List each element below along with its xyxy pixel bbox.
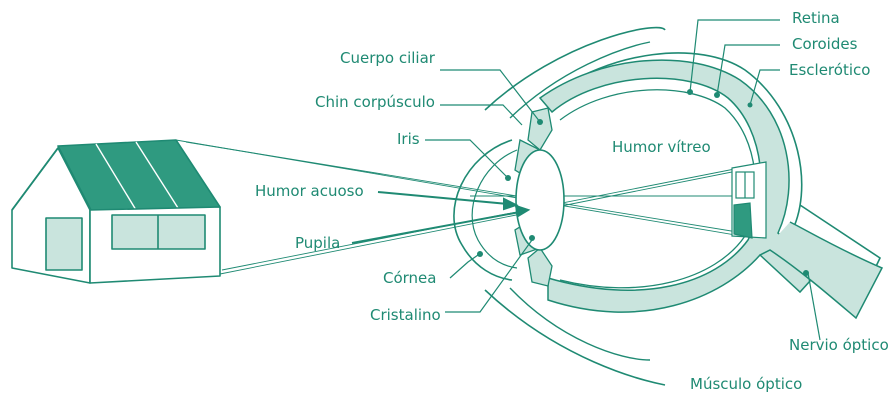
label-iris: Iris	[397, 130, 420, 148]
ciliary-body-top	[528, 108, 552, 150]
label-humor-acuoso: Humor acuoso	[255, 182, 364, 200]
label-chin-corpusculo: Chin corpúsculo	[315, 93, 435, 111]
label-cornea: Córnea	[383, 269, 436, 287]
label-retina: Retina	[792, 9, 840, 27]
dot-esclerotico	[748, 103, 753, 108]
dot-nervio-optico	[803, 270, 809, 276]
ciliary-body-bottom	[528, 248, 552, 286]
dot-cornea	[477, 251, 483, 257]
house-illustration	[12, 140, 220, 283]
label-nervio-optico: Nervio óptico	[789, 336, 889, 354]
light-rays	[176, 140, 765, 274]
label-cuerpo-ciliar: Cuerpo ciliar	[340, 49, 436, 67]
house-door	[46, 218, 82, 270]
dot-coroides	[714, 92, 720, 98]
label-coroides: Coroides	[792, 35, 858, 53]
label-musculo-optico: Músculo óptico	[690, 375, 802, 393]
retina-image	[732, 162, 766, 238]
label-cristalino: Cristalino	[370, 306, 441, 324]
retina-inner	[560, 90, 755, 288]
lens	[516, 150, 564, 250]
label-esclerotico: Esclerótico	[789, 61, 870, 79]
label-pupila: Pupila	[295, 234, 340, 252]
dot-cristalino	[529, 235, 535, 241]
choroid-band	[540, 60, 820, 312]
label-humor-vitreo: Humor vítreo	[612, 138, 711, 156]
dot-iris	[505, 175, 511, 181]
dot-retina	[687, 89, 693, 95]
dot-cuerpo-ciliar	[537, 119, 543, 125]
